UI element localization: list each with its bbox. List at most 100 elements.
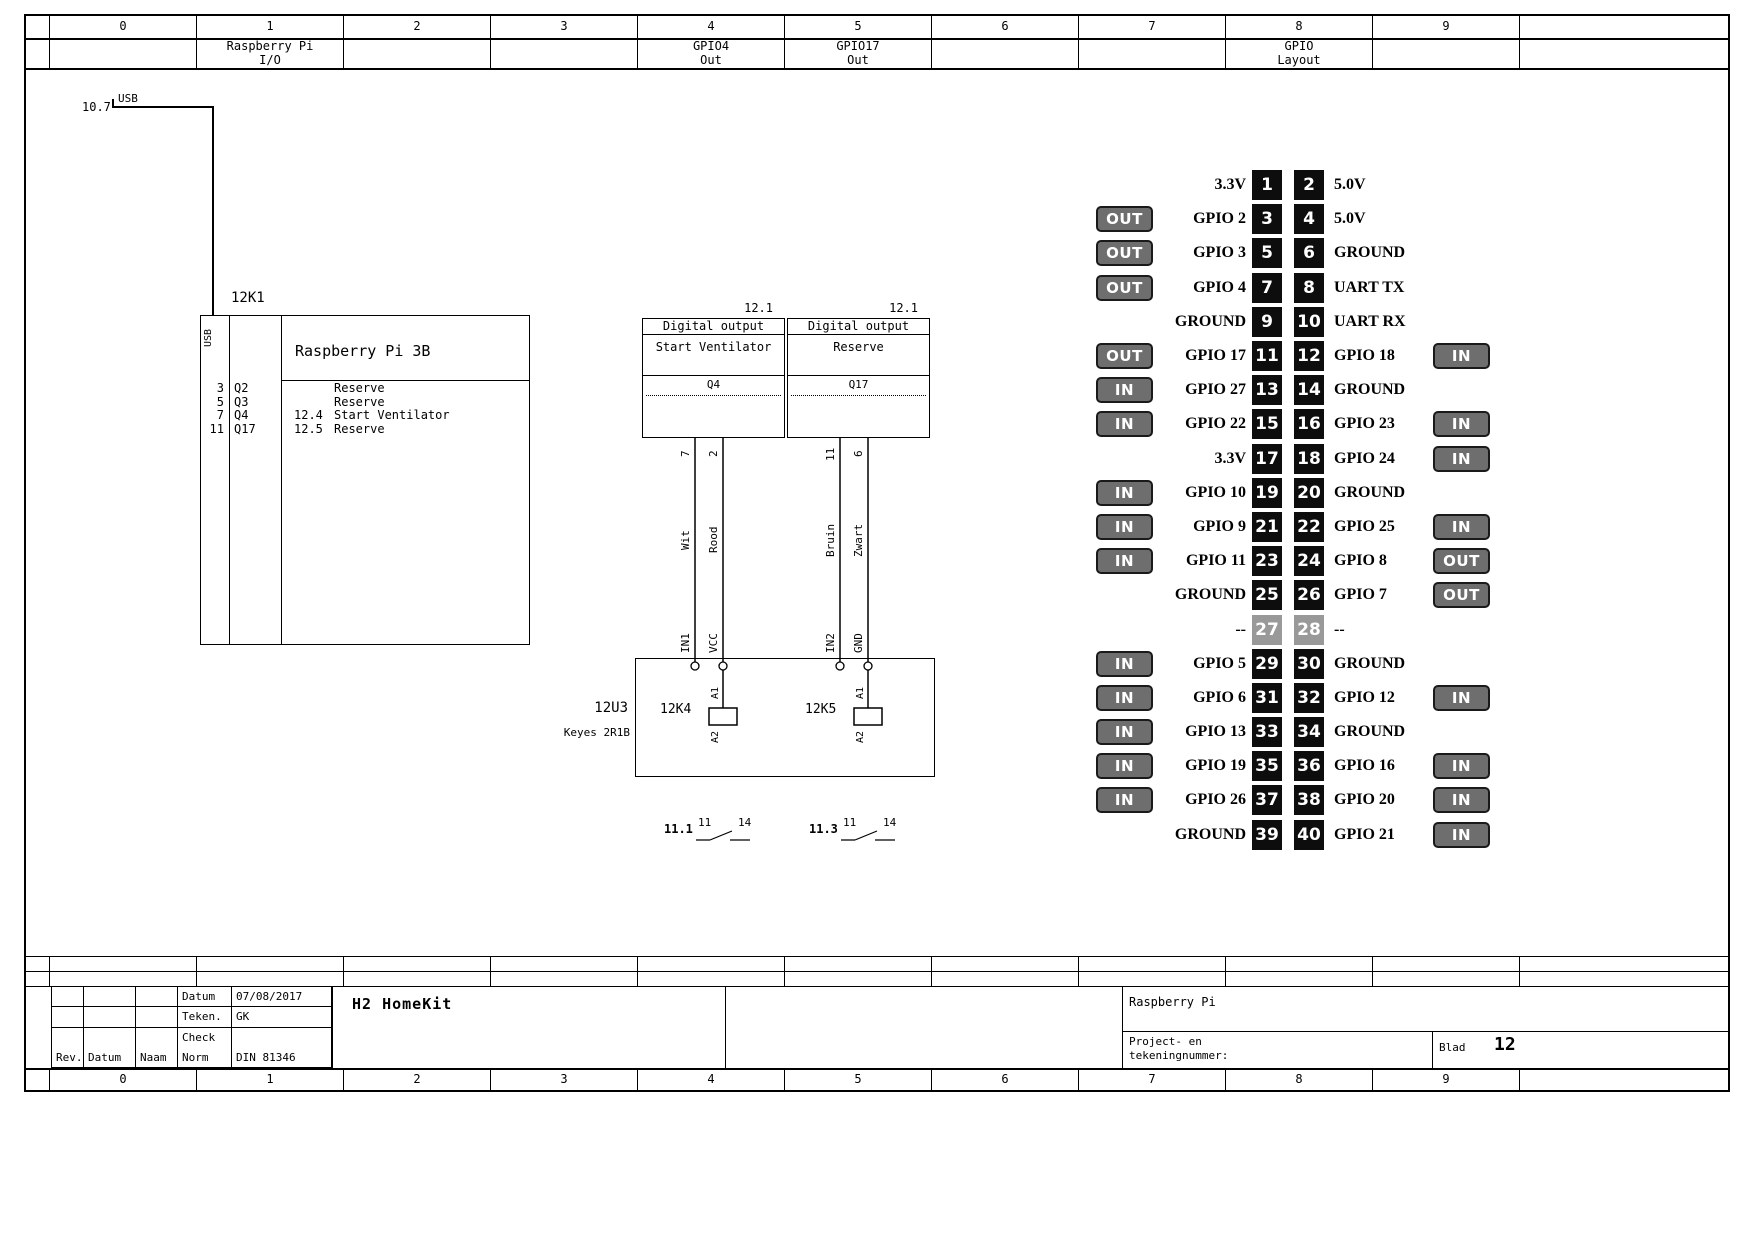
gpio-pin-even: 16 — [1294, 409, 1324, 440]
xref-cell: GPIO4 — [638, 40, 785, 54]
field-value-cell: DIN 81346 — [232, 1047, 332, 1068]
title-block: Datum 07/08/2017 Teken. GK — [26, 986, 1728, 1068]
pin-row: 3 Q2 Reserve — [201, 381, 529, 396]
gpio-pin-odd: 29 — [1252, 648, 1282, 679]
relay-designator: 12K4 — [660, 702, 692, 717]
gpio-pin-even: 34 — [1294, 717, 1324, 748]
gpio-right-label: UART TX — [1334, 278, 1405, 296]
output-signal-label: Q4 — [646, 376, 781, 396]
gpio-direction-badge-left: OUT — [1096, 274, 1153, 301]
gpio-row: IN GPIO 22 15 16 GPIO 23 IN — [1096, 407, 1490, 441]
pin-description: Reserve — [334, 421, 385, 436]
xref-cell — [50, 54, 197, 68]
xref-cell-empty — [50, 957, 197, 971]
field-label-cell: Teken. — [178, 1007, 232, 1028]
gpio-pin-even: 18 — [1294, 443, 1324, 474]
column-label: 3 — [491, 16, 638, 38]
gpio-right-label: 5.0V — [1334, 210, 1366, 228]
output-type-label: Digital output — [643, 319, 784, 335]
coil-terminal-a1: A1 — [710, 686, 721, 700]
gpio-pin-odd: 35 — [1252, 751, 1282, 782]
gpio-direction-badge-left: IN — [1096, 513, 1153, 540]
xref-cell: GPIO — [1226, 40, 1373, 54]
revision-table-row: Datum 07/08/2017 — [52, 987, 332, 1008]
gpio-right-label: GPIO 25 — [1334, 517, 1395, 535]
coil-terminal-a2: A2 — [710, 730, 721, 744]
usb-wire-label: USB — [118, 92, 138, 105]
gpio-right-label: GROUND — [1334, 244, 1406, 262]
revision-table: Datum 07/08/2017 Teken. GK — [52, 987, 332, 1068]
gpio-right-label: GPIO 18 — [1334, 347, 1395, 365]
gpio-left-label: GROUND — [1174, 586, 1246, 604]
xref-cell — [491, 40, 638, 54]
gpio-pin-even: 2 — [1294, 170, 1324, 201]
gpio-direction-badge-right: IN — [1433, 513, 1490, 540]
column-label: 0 — [50, 1070, 197, 1090]
pin-number: 3 — [216, 381, 224, 395]
gpio-right-label: GROUND — [1334, 381, 1406, 399]
xref-cell — [932, 54, 1079, 68]
gpio-pin-even: 10 — [1294, 306, 1324, 337]
column-label: 6 — [932, 1070, 1079, 1090]
xref-cell-empty — [1079, 972, 1226, 986]
gpio-row: IN GPIO 13 33 34 GROUND — [1096, 715, 1490, 749]
gpio-left-label: GPIO 13 — [1185, 723, 1246, 741]
wire-color-label: Rood — [707, 526, 720, 554]
column-label: 0 — [50, 16, 197, 38]
gpio-right-label: GPIO 24 — [1334, 449, 1395, 467]
gpio-direction-badge-left: IN — [1096, 650, 1153, 677]
title-block-divider — [1432, 1031, 1433, 1068]
gpio-direction-badge-left: OUT — [1096, 343, 1153, 370]
gpio-pin-odd: 7 — [1252, 272, 1282, 303]
gpio-left-label: GPIO 6 — [1193, 688, 1246, 706]
xref-footer-row1 — [26, 956, 1728, 971]
column-label: 7 — [1079, 1070, 1226, 1090]
gpio-direction-badge-left: IN — [1096, 411, 1153, 438]
gpio-right-label: GROUND — [1334, 483, 1406, 501]
gpio-direction-badge-left: OUT — [1096, 240, 1153, 267]
xref-cell: Out — [785, 54, 932, 68]
revision-table-row: Teken. GK — [52, 1007, 332, 1028]
wire-pin-label: 2 — [707, 450, 720, 458]
xref-cell-empty — [197, 957, 344, 971]
gpio-pin-odd: 37 — [1252, 785, 1282, 816]
datum-cell — [84, 1007, 136, 1028]
gpio-pin-odd: 25 — [1252, 580, 1282, 611]
gpio-pin-even: 14 — [1294, 375, 1324, 406]
field-value-cell — [232, 1027, 332, 1048]
gpio-pin-even: 30 — [1294, 648, 1324, 679]
xref-footer-row2 — [26, 971, 1728, 986]
gpio-pin-odd: 19 — [1252, 477, 1282, 508]
naam-cell — [136, 987, 178, 1008]
usb-port-label: USB — [203, 328, 214, 348]
xref-cell — [1079, 54, 1226, 68]
field-value-cell: 07/08/2017 — [232, 987, 332, 1008]
xref-cell-empty — [344, 957, 491, 971]
sheet-number: 12 — [1494, 1034, 1516, 1055]
contact-terminal-14: 14 — [883, 816, 897, 829]
gpio-pin-odd: 21 — [1252, 511, 1282, 542]
project-name: Raspberry Pi — [1129, 995, 1216, 1009]
wire-pin-label: 7 — [679, 450, 692, 458]
sheet-xref: 12.1 — [889, 301, 918, 315]
contact-ref: 11.1 — [664, 822, 693, 836]
device-title: Raspberry Pi 3B — [295, 342, 431, 360]
xref-cell-empty — [638, 972, 785, 986]
gpio-left-label: 3.3V — [1214, 449, 1246, 467]
gpio-row: GROUND 39 40 GPIO 21 IN — [1096, 818, 1490, 852]
gpio-right-label: GPIO 21 — [1334, 825, 1395, 843]
gpio-row: IN GPIO 26 37 38 GPIO 20 IN — [1096, 783, 1490, 817]
gpio-left-label: GPIO 17 — [1185, 347, 1246, 365]
xref-cell — [50, 40, 197, 54]
relay-module-box — [635, 658, 935, 777]
column-label: 2 — [344, 16, 491, 38]
gpio-direction-badge-right: IN — [1433, 343, 1490, 370]
coil-terminal-a1: A1 — [855, 686, 866, 700]
pin-description: Reserve — [334, 381, 385, 395]
gpio-left-label: GPIO 3 — [1193, 244, 1246, 262]
xref-cell — [1373, 54, 1520, 68]
output-signal-label: Q17 — [791, 376, 926, 396]
gpio-direction-badge-right: OUT — [1433, 582, 1490, 609]
block-divider — [281, 316, 282, 644]
gpio-left-label: GROUND — [1174, 312, 1246, 330]
